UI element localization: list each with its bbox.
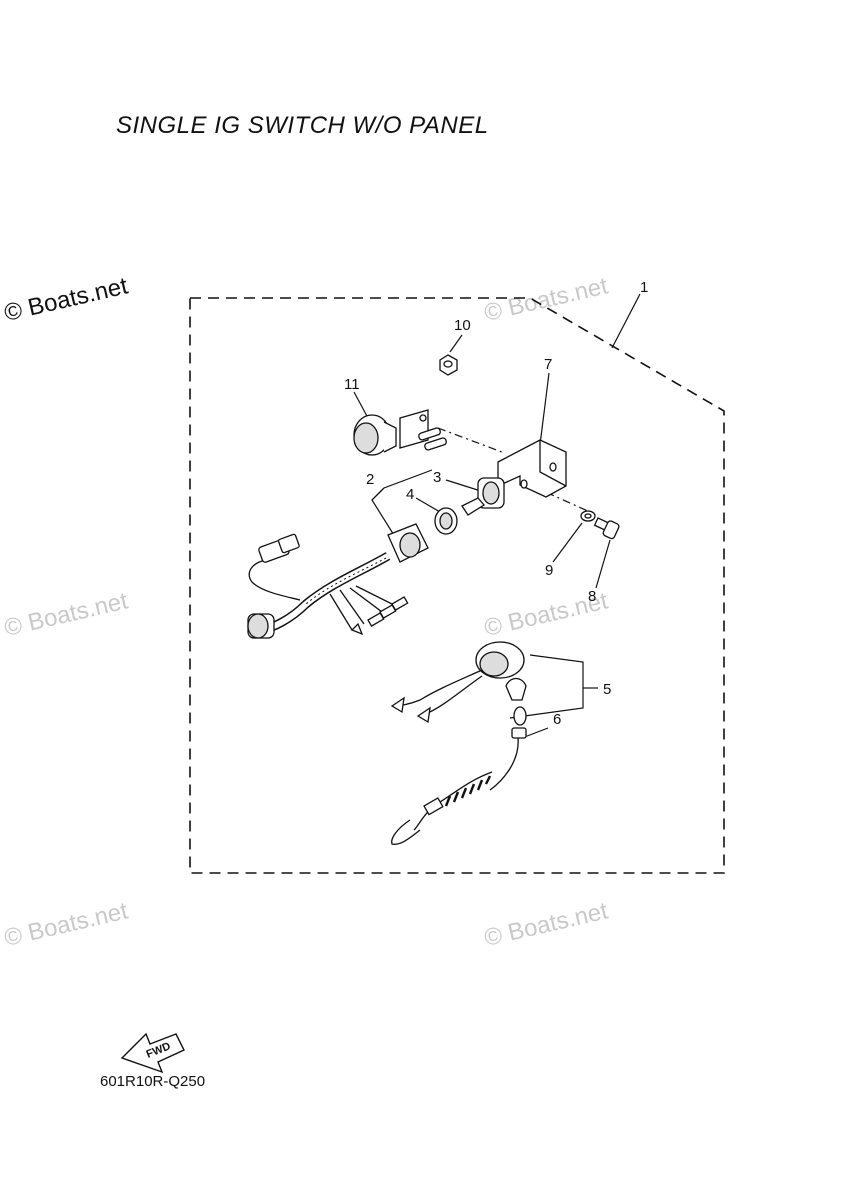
stop-switch-part-5 [390, 641, 527, 724]
leader-5 [509, 654, 584, 719]
nut-part-10 [439, 354, 458, 376]
callout-7: 7 [544, 356, 552, 373]
leader-4 [415, 497, 441, 513]
callout-8: 8 [588, 588, 596, 605]
leader-7 [539, 372, 550, 446]
leader-2b [371, 487, 385, 501]
callout-4: 4 [406, 486, 414, 503]
bracket-part-7 [497, 439, 567, 498]
buzzer-part-11 [353, 409, 447, 456]
leader-1 [611, 293, 641, 349]
fwd-arrow-icon: FWD [120, 1032, 185, 1074]
assembly-boundary [189, 297, 725, 874]
lanyard-part-6 [391, 706, 527, 845]
leader-11 [353, 391, 369, 419]
callout-1: 1 [640, 279, 648, 296]
drawing-code: 601R10R-Q250 [100, 1073, 206, 1090]
callout-10: 10 [454, 317, 471, 334]
callout-2: 2 [366, 471, 374, 488]
ring-nut-part-4 [434, 507, 458, 535]
diagram-title: SINGLE IG SWITCH W/O PANEL [116, 112, 489, 139]
callout-11: 11 [344, 376, 360, 393]
callout-9: 9 [545, 562, 553, 579]
leader-10 [449, 334, 463, 353]
washer-part-9 [580, 510, 596, 522]
callout-3: 3 [433, 469, 441, 486]
bolt-part-8 [593, 517, 620, 540]
harness-part-2 [247, 523, 429, 639]
leader-9 [552, 522, 583, 563]
callout-6: 6 [553, 711, 561, 728]
leader-8 [595, 539, 611, 589]
switch-part-3 [461, 477, 505, 516]
callout-5: 5 [603, 681, 611, 698]
